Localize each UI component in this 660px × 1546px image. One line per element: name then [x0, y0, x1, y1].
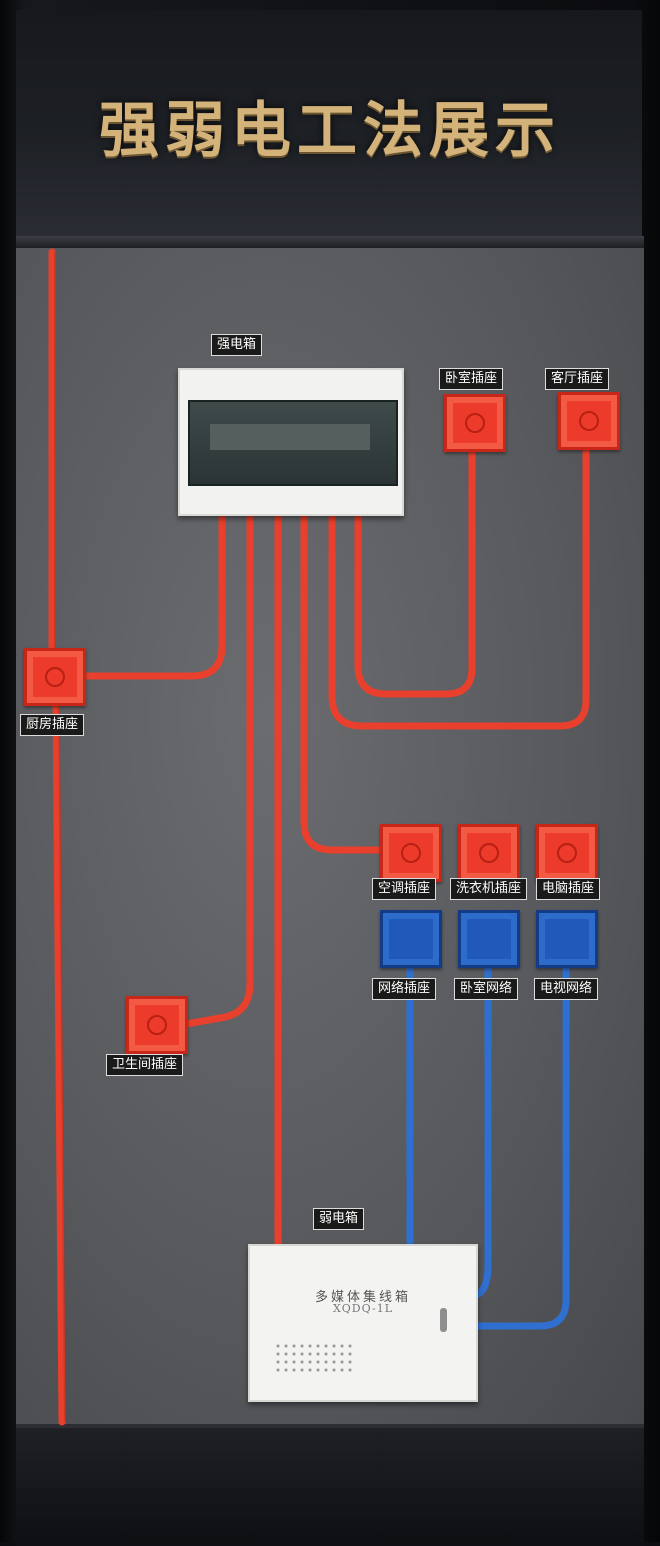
door-latch: [440, 1308, 447, 1332]
header-shelf: [16, 236, 644, 248]
living-room-socket-box: [558, 392, 620, 450]
strong-electric-box: [178, 368, 404, 516]
network-socket-box: [380, 910, 442, 968]
header-panel: [16, 10, 642, 239]
bedroom-network-label: 卧室网络: [454, 978, 519, 1000]
kitchen-socket-label: 厨房插座: [20, 714, 85, 736]
bedroom-network-box: [458, 910, 520, 968]
strong-box-label: 强电箱: [211, 334, 263, 356]
power-conduit-shadow: [54, 252, 66, 1423]
bedroom-socket-box: [444, 394, 506, 452]
computer-socket-label: 电脑插座: [536, 878, 601, 900]
kitchen-pipe: [82, 510, 226, 680]
kitchen-socket-box: [24, 648, 86, 706]
tv-network-label: 电视网络: [534, 978, 599, 1000]
page-title: 强弱电工法展示: [99, 96, 561, 166]
bathroom-socket-label: 卫生间插座: [106, 1054, 184, 1076]
bathroom-pipe: [182, 510, 254, 1028]
washing-machine-socket-box: [458, 824, 520, 882]
weak-box-model: XQDQ-1L: [332, 1302, 394, 1315]
main-riser-pipe: [48, 248, 66, 1426]
ac-socket-box: [380, 824, 442, 882]
bedroom-socket-label: 卧室插座: [439, 368, 504, 390]
display-base: [16, 1424, 644, 1546]
living-room-pipe: [328, 444, 590, 730]
computer-socket-box: [536, 824, 598, 882]
tv-network-pipe: [470, 960, 570, 1330]
bedroom-pipe: [354, 444, 476, 698]
living-room-socket-label: 客厅插座: [545, 368, 610, 390]
breaker-window: [188, 400, 398, 486]
vent-holes: [274, 1342, 354, 1376]
ac-socket-label: 空调插座: [372, 878, 437, 900]
tv-network-box: [536, 910, 598, 968]
power-conduits: [48, 248, 590, 1426]
weak-box-brand: 多媒体集线箱: [314, 1290, 411, 1305]
weak-box-label: 弱电箱: [313, 1208, 365, 1230]
bathroom-socket-box: [126, 996, 188, 1054]
washing-machine-socket-label: 洗衣机插座: [450, 878, 528, 900]
network-socket-label: 网络插座: [372, 978, 437, 1000]
ac-pipe: [300, 510, 386, 854]
weak-electric-box: 多媒体集线箱 XQDQ-1L: [248, 1244, 478, 1402]
